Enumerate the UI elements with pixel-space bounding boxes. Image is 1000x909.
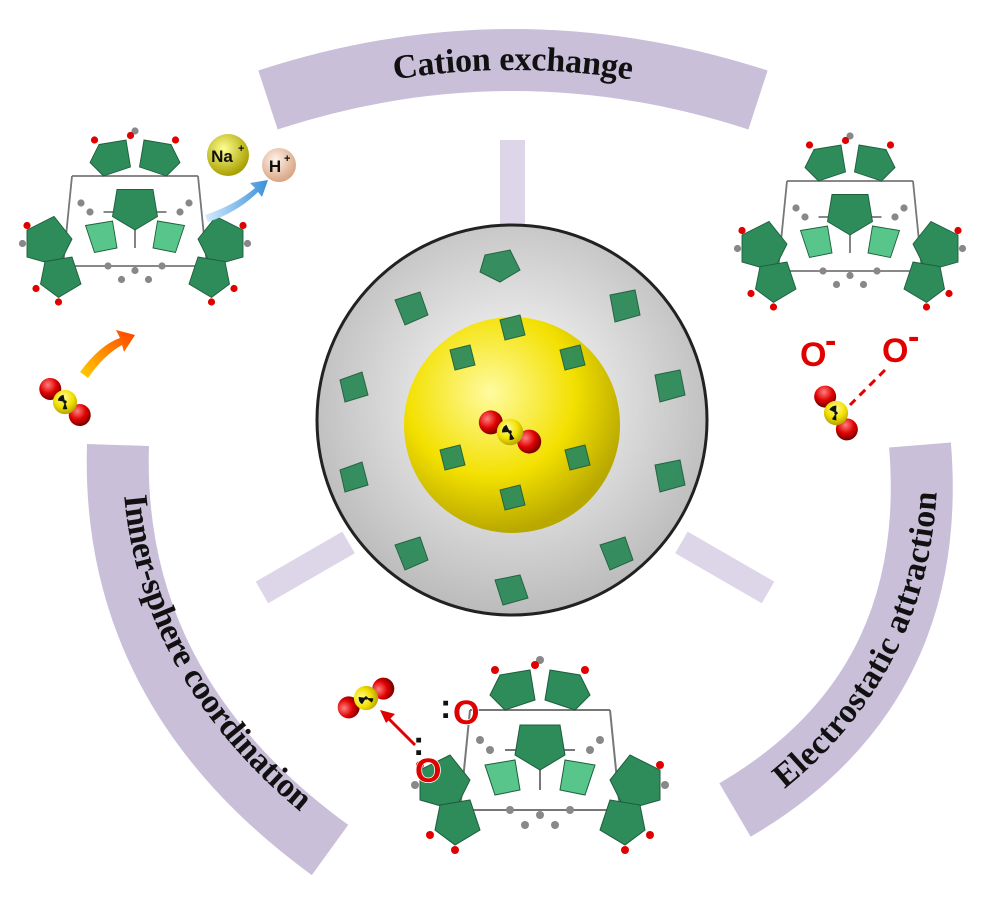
spoke-top: [500, 140, 525, 240]
svg-text:O: O: [800, 336, 826, 374]
svg-text:O: O: [415, 752, 441, 790]
uranyl-molecule-right: [801, 381, 871, 445]
svg-text:Na: Na: [211, 147, 233, 166]
svg-text:O: O: [453, 694, 479, 732]
svg-text::: :: [440, 688, 451, 726]
uranyl-molecule-bottom: [333, 663, 399, 733]
approach-arrow-icon: [80, 330, 135, 378]
spoke-left: [255, 531, 355, 604]
svg-text:H: H: [269, 157, 281, 176]
svg-text:+: +: [284, 153, 290, 165]
uranyl-molecule-left: [32, 375, 98, 429]
oxygen-lone-pair-upper: : O: [439, 687, 480, 733]
svg-text:O: O: [882, 332, 908, 370]
svg-text:-: -: [908, 318, 919, 356]
spoke-right: [675, 531, 775, 604]
oxygen-lone-pair-lower: : O: [412, 724, 442, 791]
central-mof-structure: [315, 223, 709, 617]
electrostatic-dashed-line: [848, 368, 887, 407]
coordination-arrow-icon: [380, 710, 417, 747]
mof-fragment-inner-sphere: [410, 655, 670, 855]
svg-text:-: -: [825, 322, 836, 360]
exchange-arrow-icon: [205, 180, 268, 222]
sodium-ion: Na +: [207, 134, 249, 176]
svg-text:+: +: [238, 143, 244, 155]
proton: H +: [262, 148, 296, 182]
anion-oxygen-left: O -: [799, 321, 837, 375]
spokes: [255, 140, 775, 604]
mof-fragment-electrostatic: [733, 131, 967, 312]
svg-text::: :: [413, 725, 424, 763]
anion-oxygen-right: O -: [881, 317, 920, 371]
